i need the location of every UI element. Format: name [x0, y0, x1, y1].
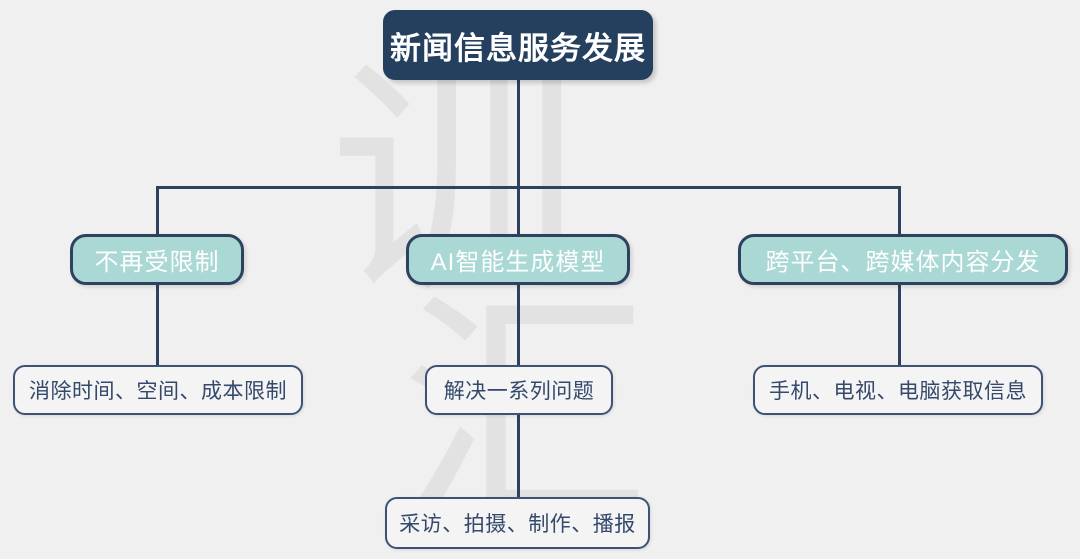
- node-branch-3-child-1[interactable]: 手机、电视、电脑获取信息: [753, 365, 1043, 415]
- node-branch-1-child-1[interactable]: 消除时间、空间、成本限制: [13, 365, 303, 415]
- node-branch-2-child-2[interactable]: 采访、拍摄、制作、播报: [385, 497, 650, 549]
- node-branch-1-label: 不再受限制: [94, 249, 220, 276]
- connector-bus-to-branch-2: [517, 186, 520, 234]
- node-branch-1[interactable]: 不再受限制: [70, 234, 244, 285]
- connector-level2-bus: [156, 186, 901, 189]
- node-branch-2-child-1-label: 解决一系列问题: [443, 380, 595, 403]
- node-branch-1-child-1-label: 消除时间、空间、成本限制: [29, 380, 287, 403]
- node-branch-3-child-1-label: 手机、电视、电脑获取信息: [769, 380, 1027, 403]
- node-branch-2-child-2-label: 采访、拍摄、制作、播报: [399, 513, 636, 536]
- connector-branch-1-to-child: [156, 285, 159, 365]
- node-branch-3[interactable]: 跨平台、跨媒体内容分发: [738, 234, 1068, 285]
- node-branch-3-label: 跨平台、跨媒体内容分发: [765, 249, 1041, 276]
- connector-bus-to-branch-1: [156, 186, 159, 234]
- node-branch-2[interactable]: AI智能生成模型: [406, 234, 630, 285]
- node-branch-2-label: AI智能生成模型: [430, 249, 606, 276]
- connector-branch-3-to-child: [898, 285, 901, 365]
- node-root-label: 新闻信息服务发展: [390, 30, 646, 66]
- connector-root-stem: [517, 78, 520, 188]
- connector-branch-2-to-child-1: [517, 285, 520, 365]
- node-branch-2-child-1[interactable]: 解决一系列问题: [425, 365, 613, 415]
- node-root[interactable]: 新闻信息服务发展: [383, 10, 653, 80]
- connector-bus-to-branch-3: [898, 186, 901, 234]
- connector-child-1-to-child-2: [517, 415, 520, 497]
